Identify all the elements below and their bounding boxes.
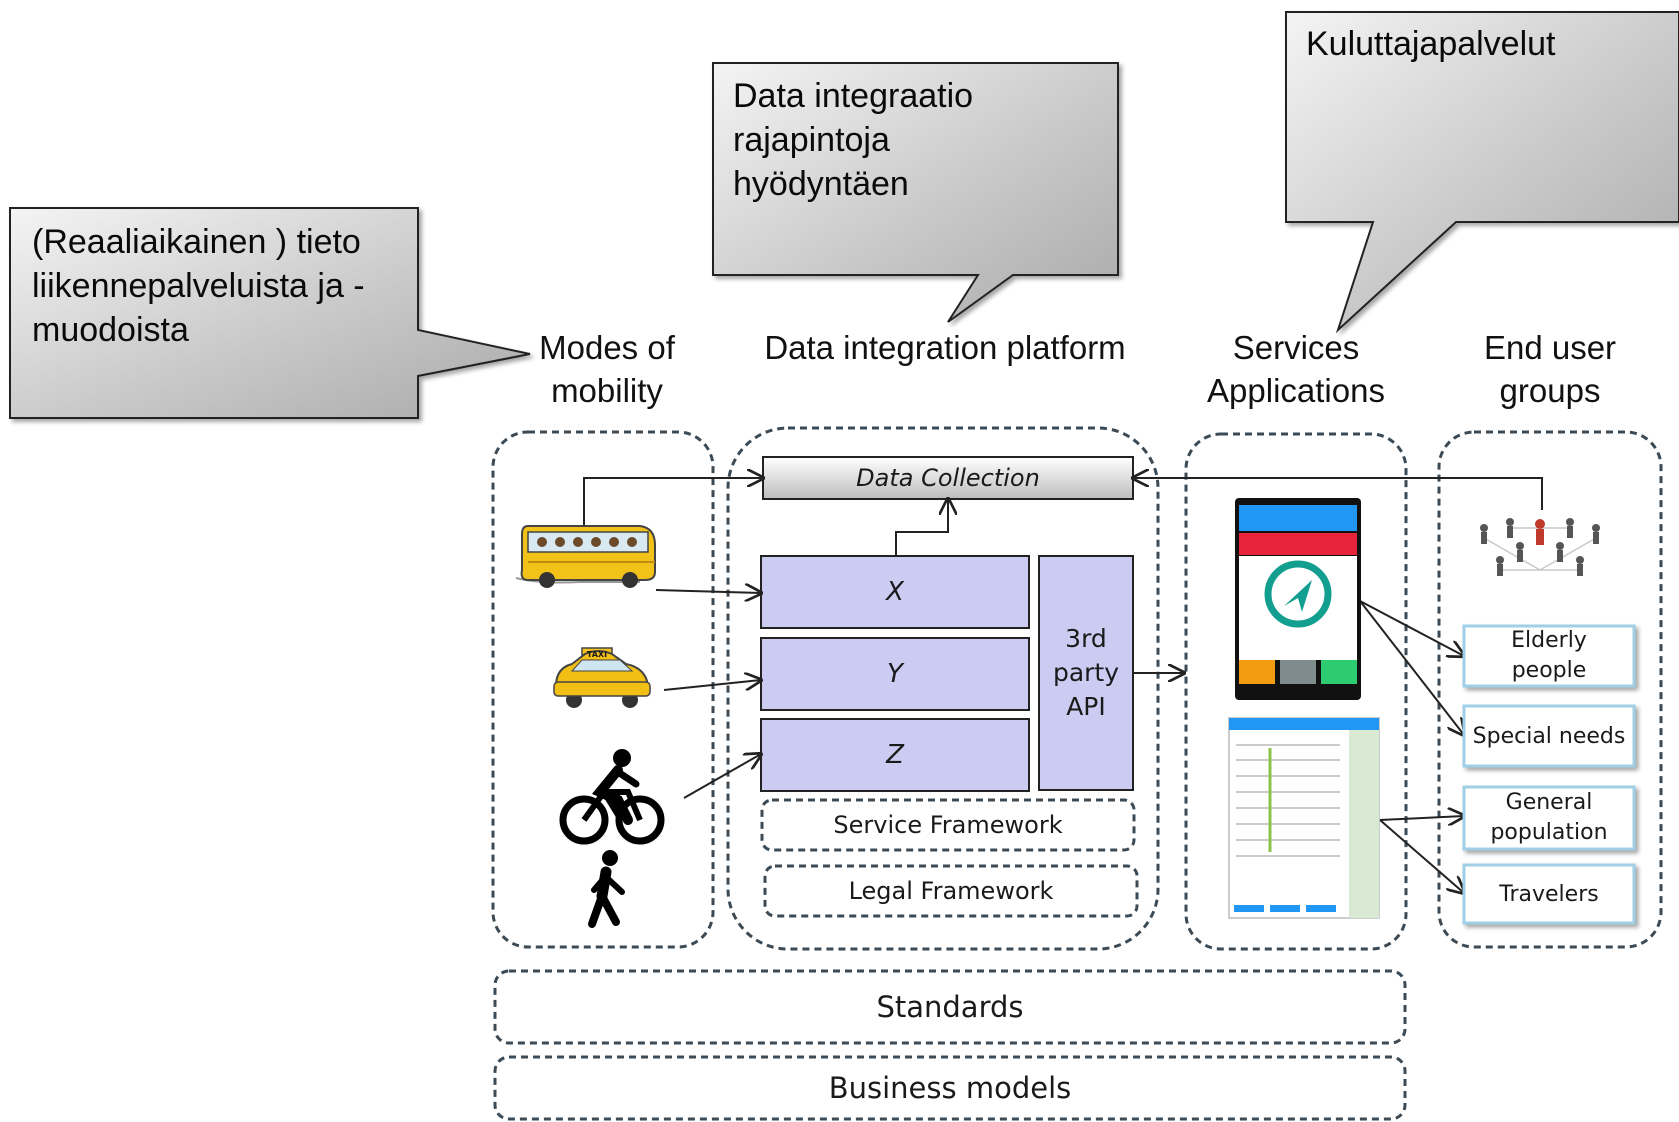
special-needs-box: [1462, 704, 1636, 768]
callout-integration: [712, 62, 1119, 323]
service-framework-frame: [760, 798, 1136, 852]
platform-title: Data integration platform: [764, 329, 1126, 366]
taxi-icon: [553, 647, 651, 708]
data-collection-label: Data Collection: [856, 464, 1040, 492]
data-collection-box: [762, 456, 1134, 500]
special-needs-label: Special needs: [1472, 723, 1626, 749]
api-label: 3rd party API: [1052, 624, 1120, 721]
taxi-sign-text: TAXI: [586, 649, 608, 659]
callout-consumer: [1285, 11, 1679, 334]
app-to-special-arrow: [1359, 600, 1464, 735]
y-label: Y: [887, 659, 903, 689]
legal-framework-label: Legal Framework: [848, 877, 1054, 905]
x-label: X: [886, 577, 904, 607]
taxi-to-y-arrow: [663, 680, 761, 691]
bus-icon: [515, 525, 656, 588]
platform-frame: [726, 426, 1160, 951]
callout-realtime-text: (Reaaliaikainen ) tieto liikennepalvelui…: [32, 223, 365, 349]
z-label: Z: [886, 740, 904, 770]
planner-to-travelers-arrow: [1379, 819, 1464, 893]
pedestrian-icon: [588, 850, 625, 928]
modes-title: Modes of mobility: [539, 329, 675, 409]
z-box: [760, 718, 1030, 792]
endusers-title: End user groups: [1483, 329, 1617, 409]
services-frame: [1184, 432, 1408, 951]
bicycle-icon: [559, 749, 665, 845]
app-to-elderly-arrow: [1359, 600, 1464, 656]
elderly-label: Elderly people: [1511, 628, 1587, 683]
endusers-frame: [1437, 430, 1663, 949]
callout-consumer-text: Kuluttajapalvelut: [1306, 25, 1556, 63]
phone-app-screenshot: [1235, 498, 1361, 700]
standards-label: Standards: [876, 990, 1024, 1024]
callout-integration-text: Data integraatio rajapintoja hyödyntäen: [733, 77, 974, 203]
bus-to-x-arrow: [655, 590, 761, 593]
travelers-box: [1462, 863, 1636, 925]
business-models-label: Business models: [828, 1071, 1072, 1105]
general-population-label: General population: [1490, 790, 1608, 845]
people-network-icon: [1480, 518, 1600, 576]
general-population-box: [1462, 785, 1636, 851]
bus-to-collection-arrow: [583, 478, 763, 525]
travelers-label: Travelers: [1499, 881, 1599, 907]
callout-realtime: [9, 207, 531, 419]
api-box: [1038, 555, 1134, 791]
users-to-collection-arrow: [1133, 478, 1543, 510]
planner-to-general-arrow: [1379, 816, 1464, 820]
standards-frame: [493, 969, 1407, 1045]
elderly-box: [1462, 624, 1636, 688]
services-title: Services Applications: [1207, 329, 1385, 409]
service-framework-label: Service Framework: [833, 811, 1063, 839]
x-to-collection-arrow: [895, 499, 948, 556]
modes-frame: [491, 430, 715, 949]
bike-to-z-arrow: [683, 754, 761, 799]
y-box: [760, 637, 1030, 711]
route-planner-screenshot: [1228, 717, 1380, 919]
legal-framework-frame: [763, 864, 1139, 918]
